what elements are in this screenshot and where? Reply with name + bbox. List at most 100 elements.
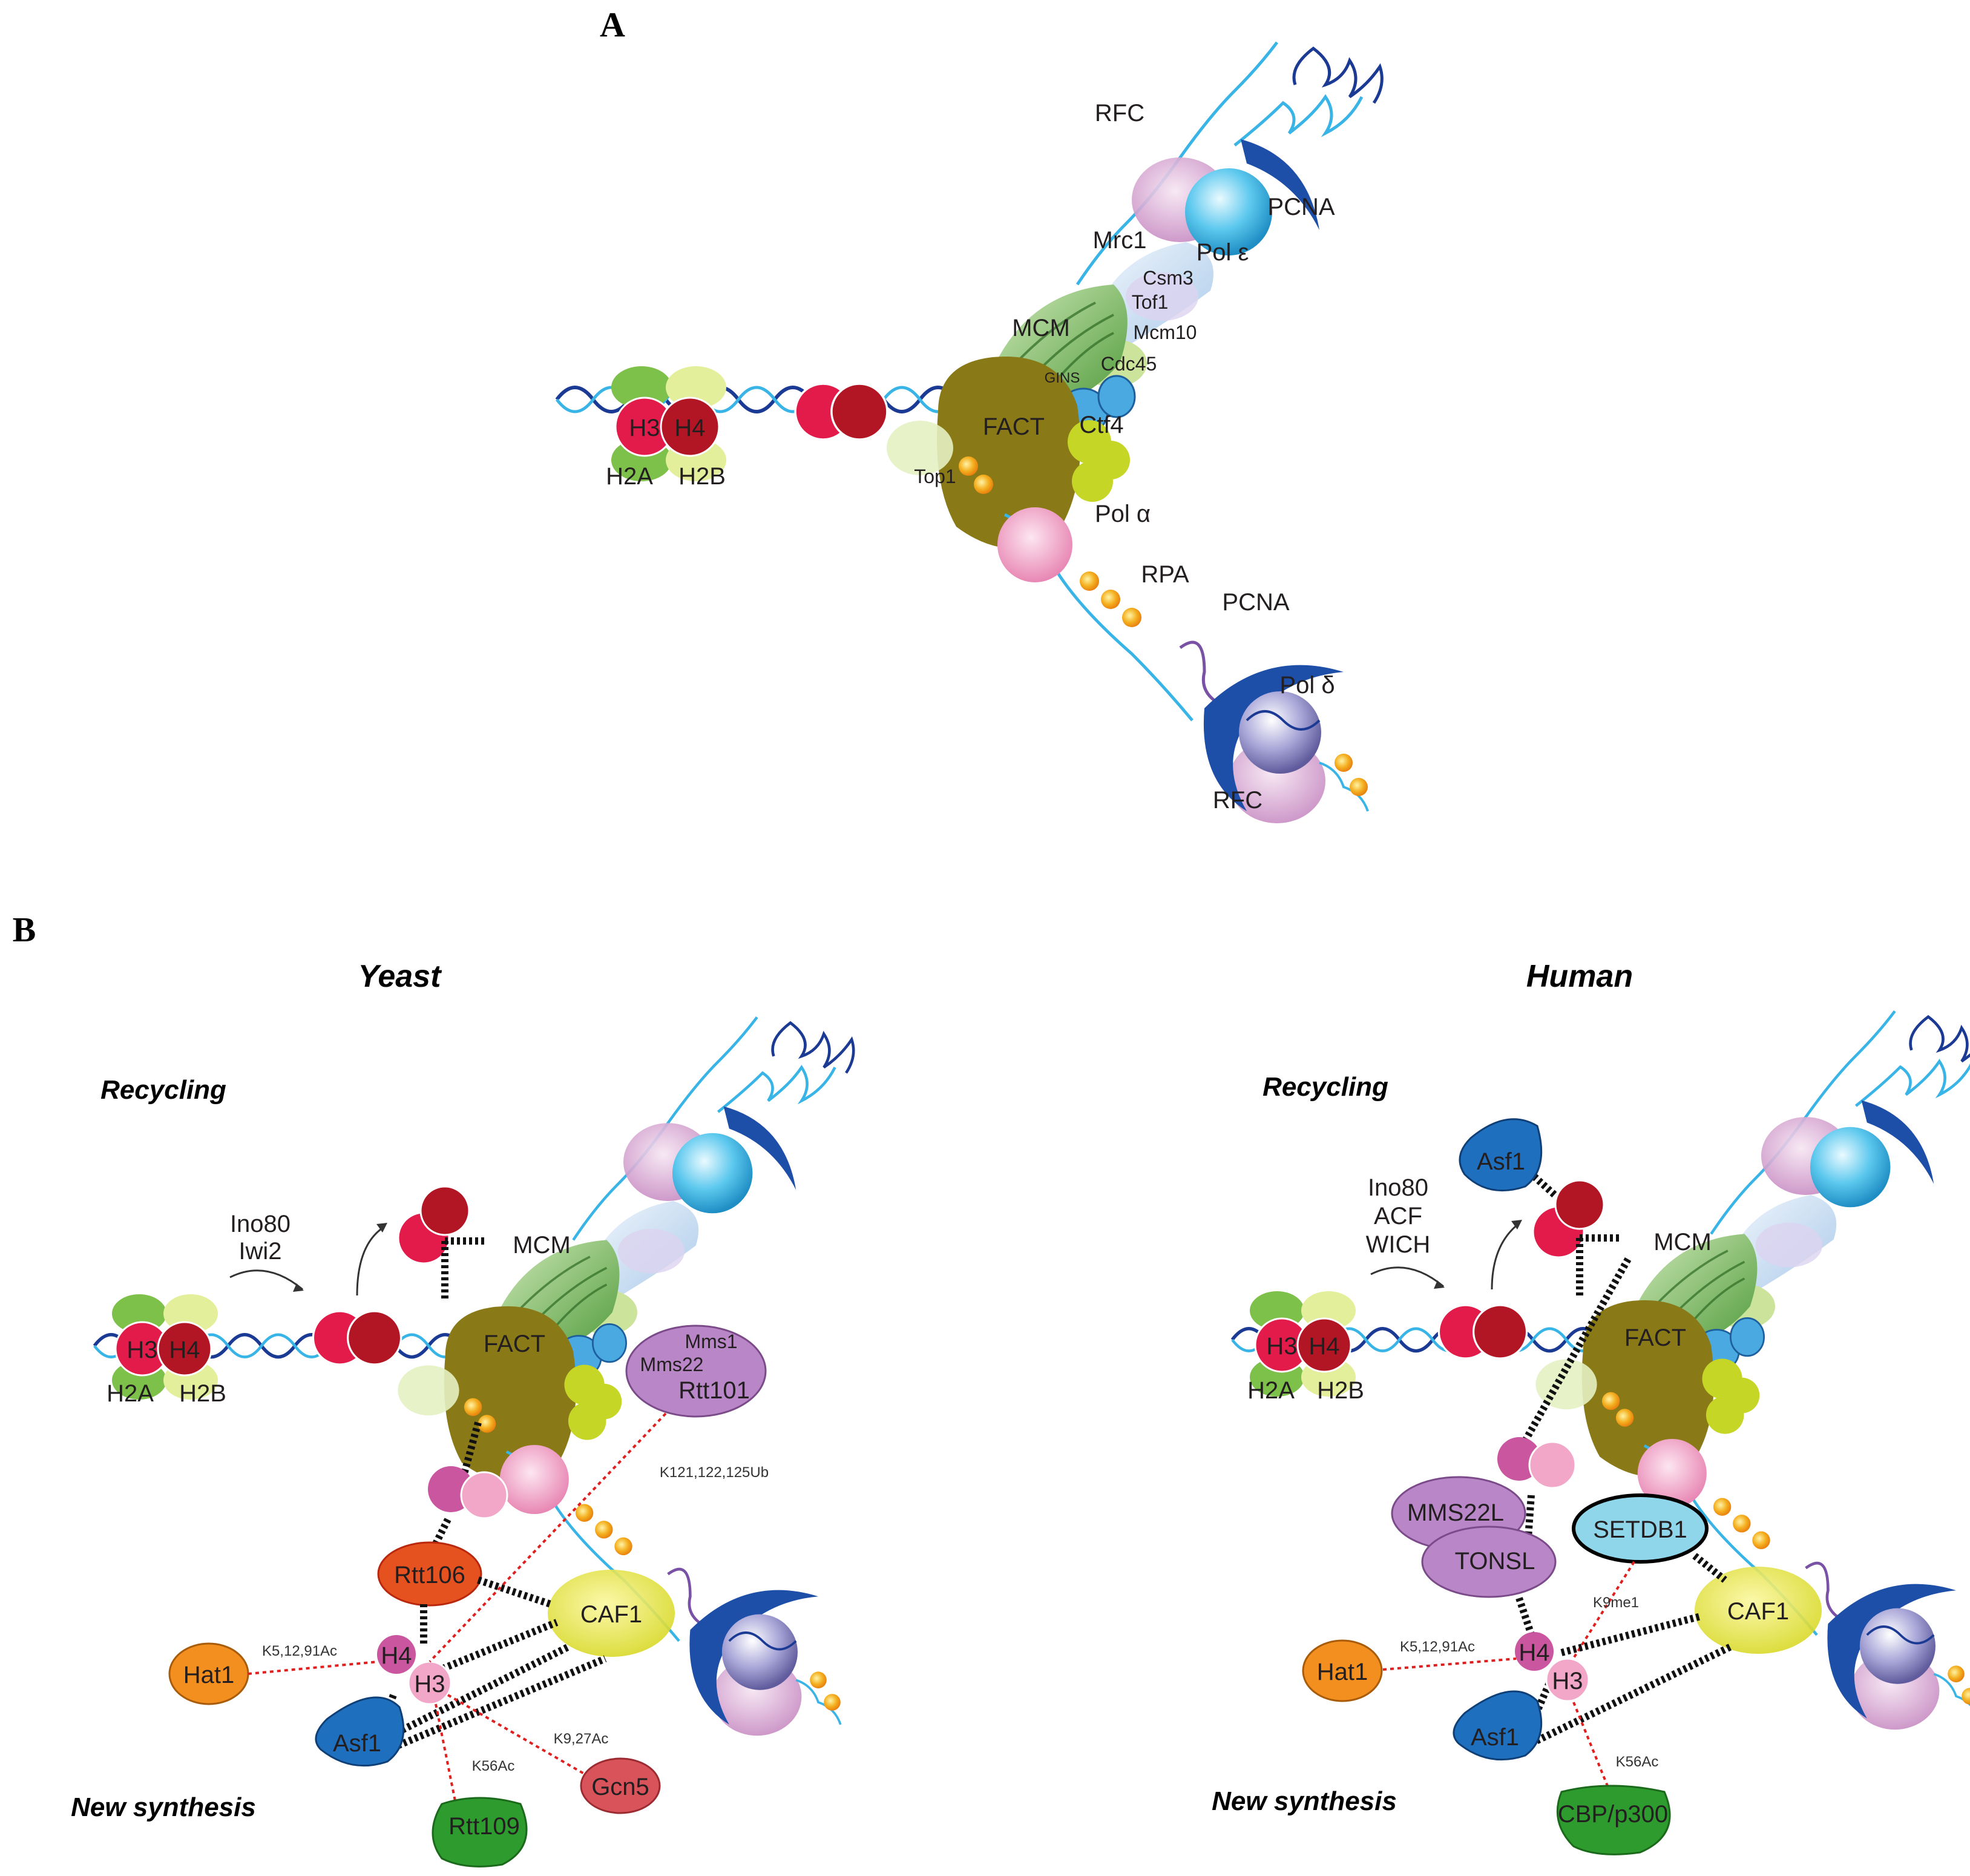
human-h4-label: H4 [1308, 1333, 1339, 1360]
yeast-rtt101-complex [625, 1325, 767, 1418]
human-chap-h4 [1515, 1632, 1554, 1671]
yeast-eviction-arrow [356, 1228, 382, 1296]
human-asf1-top [1459, 1118, 1543, 1192]
yeast-old-histones [312, 1310, 402, 1366]
human-chap-h3-label: H3 [1552, 1668, 1583, 1694]
human-tonsl [1421, 1525, 1557, 1598]
human-hat1 [1302, 1639, 1383, 1702]
yeast-gcn5 [580, 1757, 661, 1814]
human-hat1-label: Hat1 [1317, 1659, 1368, 1685]
yeast-remodeler-1: Ino80 [230, 1211, 291, 1237]
a-mcm-label: MCM [1012, 315, 1070, 341]
yeast-nucleosome [112, 1294, 218, 1400]
a-pol-d-label: Pol δ [1279, 672, 1335, 699]
yeast-gcn5-label: Gcn5 [591, 1774, 649, 1800]
a-mrc1-label: Mrc1 [1093, 227, 1147, 254]
a-pcna-top-label: PCNA [1267, 194, 1335, 220]
a-fact-label: FACT [983, 413, 1045, 440]
yeast-mcm-link [441, 1237, 484, 1302]
human-remodeler-1: Ino80 [1368, 1174, 1428, 1201]
yeast-fact-label: FACT [484, 1331, 545, 1357]
yeast-evicted-histones [397, 1185, 470, 1265]
yeast-hat1-label: Hat1 [183, 1662, 235, 1688]
yeast-title: Yeast [358, 959, 443, 994]
a-csm3-label: Csm3 [1143, 267, 1193, 289]
yeast-remodel-arrow [229, 1269, 303, 1291]
yeast-h2b-label: H2B [179, 1380, 226, 1407]
human-caf1-label: CAF1 [1727, 1598, 1789, 1625]
a-rfc-top-label: RFC [1095, 100, 1144, 127]
human-cbp-label: CBP/p300 [1558, 1801, 1668, 1828]
human-nucleosome [1250, 1291, 1356, 1397]
yeast-asf1-label: Asf1 [333, 1730, 381, 1757]
yeast-k56-label: K56Ac [472, 1758, 515, 1774]
a-gins-label: GINS [1045, 370, 1080, 386]
human-remodel-arrow [1370, 1266, 1444, 1288]
human-h2b-label: H2B [1317, 1377, 1364, 1404]
yeast-h2a-label: H2A [107, 1380, 154, 1407]
human-cbp-p300 [1556, 1785, 1671, 1855]
human-chap-h3 [1545, 1657, 1590, 1702]
human-h3-label: H3 [1266, 1333, 1297, 1360]
yeast-ub-mod-label: K121,122,125Ub [660, 1464, 769, 1481]
panel-a-nucleosome [611, 366, 726, 481]
yeast-asf1 [315, 1696, 405, 1767]
a-cdc45-label: Cdc45 [1101, 353, 1157, 375]
a-h2b-label: H2B [678, 463, 726, 490]
a-rfc-bottom-label: RFC [1213, 787, 1262, 814]
human-remodeler-2: ACF [1374, 1203, 1422, 1229]
human-eviction-arrow [1491, 1225, 1517, 1290]
yeast-remodeler-2: Iwi2 [238, 1238, 281, 1265]
human-h2a-label: H2A [1247, 1377, 1295, 1404]
human-tonsl-label: TONSL [1455, 1548, 1535, 1575]
yeast-caf1-label: CAF1 [580, 1601, 642, 1628]
human-caf1 [1695, 1567, 1822, 1654]
yeast-chap-h3-label: H3 [414, 1671, 445, 1697]
a-top1-label: Top1 [914, 466, 956, 487]
yeast-rtt109 [432, 1797, 528, 1868]
yeast-rtt109-label: Rtt109 [448, 1813, 520, 1840]
human-asf1 [1453, 1690, 1543, 1761]
a-h3-label: H3 [629, 415, 660, 441]
human-recycling-label: Recycling [1262, 1072, 1388, 1102]
a-tof1-label: Tof1 [1132, 291, 1168, 313]
a-mcm10-label: Mcm10 [1134, 321, 1197, 343]
human-title: Human [1526, 959, 1633, 994]
a-pol-e-label: Pol ε [1197, 239, 1249, 266]
yeast-rtt106-label: Rtt106 [394, 1562, 465, 1588]
human-hat1-mod-label: K5,12,91Ac [1400, 1639, 1475, 1655]
yeast-rtt101-label: Rtt101 [678, 1377, 750, 1404]
human-fact-label: FACT [1624, 1325, 1686, 1351]
yeast-caf1 [548, 1570, 675, 1657]
yeast-chap-h4-label: H4 [381, 1642, 412, 1669]
yeast-k927-label: K9,27Ac [554, 1731, 609, 1747]
a-pcna-bottom-label: PCNA [1222, 589, 1289, 616]
a-h2a-label: H2A [606, 463, 653, 490]
yeast-mcm-label: MCM [513, 1232, 571, 1259]
yeast-mms1-label: Mms1 [685, 1331, 737, 1352]
human-k56-label: K56Ac [1616, 1754, 1659, 1770]
human-mms22l-label: MMS22L [1407, 1499, 1504, 1526]
yeast-new-synthesis-label: New synthesis [71, 1792, 256, 1822]
panel-b-label: B [13, 910, 36, 949]
human-setdb1-label: SETDB1 [1593, 1516, 1687, 1543]
yeast-hat1-mod-label: K5,12,91Ac [262, 1643, 337, 1659]
human-remodeler-3: WICH [1366, 1231, 1431, 1258]
human-new-synthesis-label: New synthesis [1212, 1786, 1397, 1816]
a-h4-label: H4 [674, 415, 705, 441]
yeast-recycling-label: Recycling [100, 1075, 226, 1105]
panel-a-label: A [600, 5, 625, 44]
human-asf1-top-label: Asf1 [1477, 1148, 1525, 1175]
yeast-mms22-label: Mms22 [640, 1354, 704, 1375]
human-mcm-label: MCM [1653, 1229, 1712, 1256]
a-ctf4-label: Ctf4 [1079, 412, 1123, 438]
panel-a-free-histones [794, 383, 888, 441]
human-setdb1 [1572, 1493, 1709, 1564]
human-chap-h4-label: H4 [1519, 1639, 1549, 1666]
a-rpa-label: RPA [1141, 561, 1189, 588]
human-asf1-label: Asf1 [1471, 1724, 1519, 1751]
human-k9me1-label: K9me1 [1593, 1595, 1639, 1611]
yeast-h3-label: H3 [126, 1337, 157, 1363]
yeast-rtt106 [377, 1541, 482, 1607]
